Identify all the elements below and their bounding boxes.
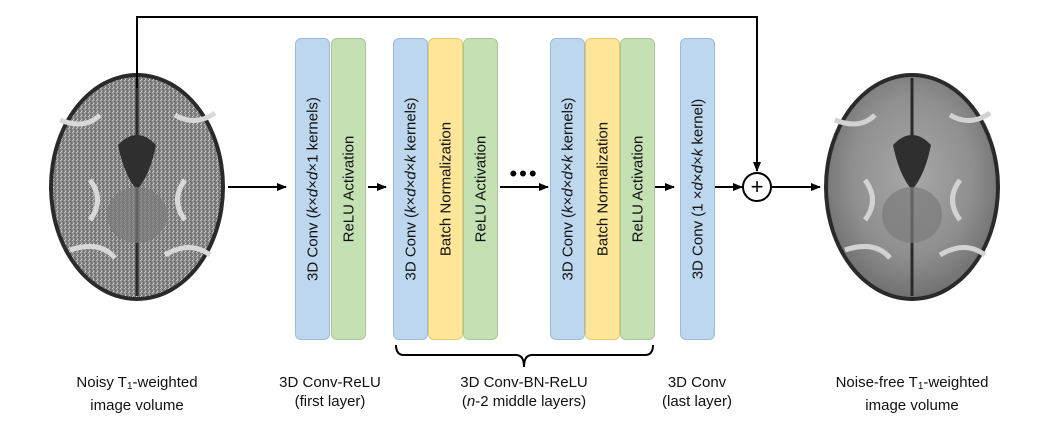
skip-connection-arrow <box>136 16 761 172</box>
first-layer-caption: 3D Conv-ReLU (first layer) <box>279 374 381 410</box>
middle-layers-caption: 3D Conv-BN-ReLU (n-2 middle layers) <box>460 374 588 410</box>
middle-relu-label-2: ReLU Activation <box>629 135 646 243</box>
ellipsis: ••• <box>509 161 538 186</box>
last-layer-caption: 3D Conv (last layer) <box>661 374 733 410</box>
last-conv-layer: 3D Conv (1 ×d×d×k kernel) <box>680 38 715 340</box>
first-conv-layer: 3D Conv (k×d×d×1 kernels) <box>295 38 330 340</box>
middle-bn-label-1: Batch Normalization <box>437 121 454 257</box>
middle-bn-layer-1: Batch Normalization <box>428 38 463 340</box>
first-conv-label: 3D Conv (k×d×d×1 kernels) <box>304 97 321 281</box>
middle-relu-layer-1: ReLU Activation <box>463 38 498 340</box>
first-relu-layer: ReLU Activation <box>331 38 366 340</box>
sum-symbol: + <box>751 174 764 199</box>
middle-conv-label-2: 3D Conv (k×d×d×k kernels) <box>559 97 576 281</box>
first-relu-label: ReLU Activation <box>340 135 357 243</box>
middle-bn-label-2: Batch Normalization <box>594 121 611 257</box>
noisy-brain-image <box>49 73 225 301</box>
sum-node <box>742 172 772 202</box>
middle-relu-layer-2: ReLU Activation <box>620 38 655 340</box>
middle-conv-label-1: 3D Conv (k×d×d×k kernels) <box>402 97 419 281</box>
middle-layers-brace <box>395 344 654 368</box>
middle-conv-layer-2: 3D Conv (k×d×d×k kernels) <box>550 38 585 340</box>
middle-relu-label-1: ReLU Activation <box>472 135 489 243</box>
middle-bn-layer-2: Batch Normalization <box>585 38 620 340</box>
input-caption: Noisy T1-weighted image volume <box>76 374 198 414</box>
noise-free-brain-image <box>824 73 1000 301</box>
middle-conv-layer-1: 3D Conv (k×d×d×k kernels) <box>393 38 428 340</box>
last-conv-label: 3D Conv (1 ×d×d×k kernel) <box>689 98 706 280</box>
output-caption: Noise-free T1-weighted image volume <box>835 374 989 414</box>
